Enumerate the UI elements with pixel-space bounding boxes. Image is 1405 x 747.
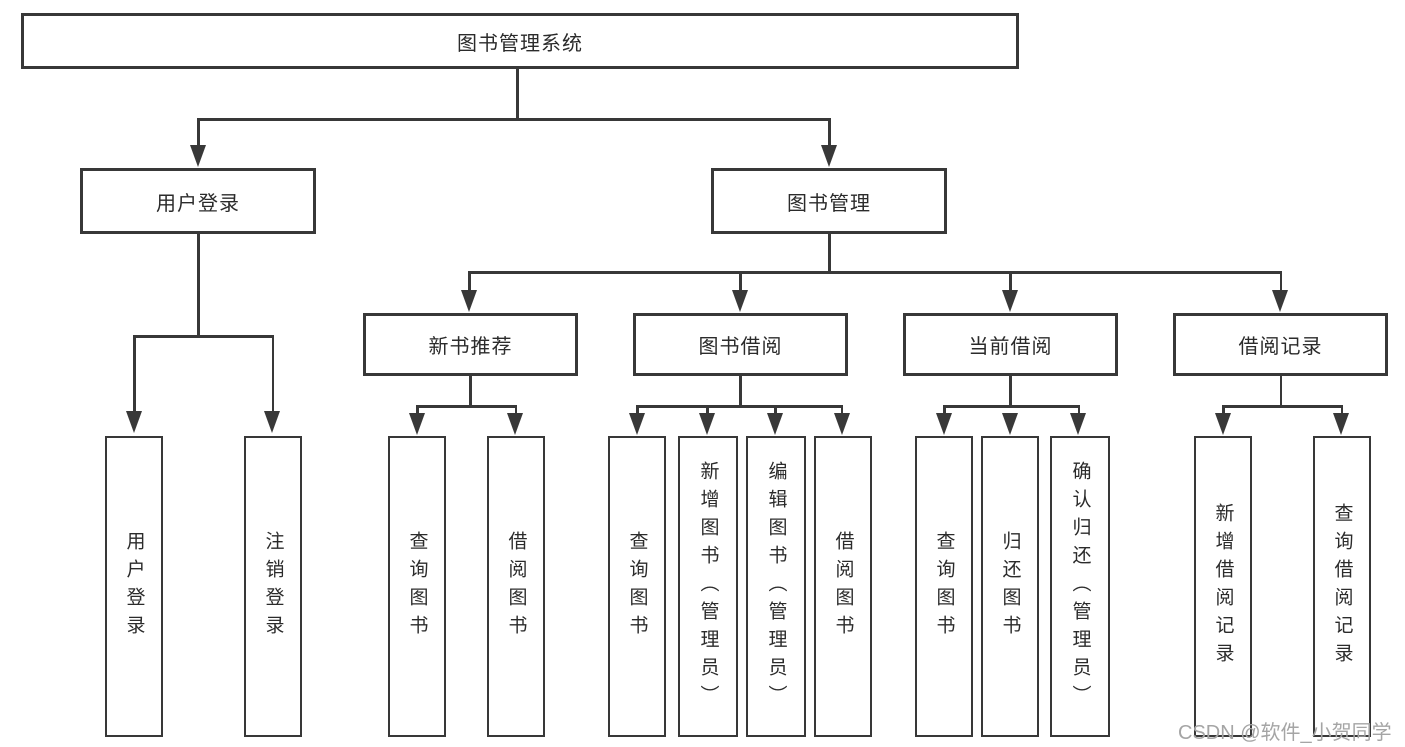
arrow-down-icon — [936, 413, 952, 435]
leaf-query-books-recommend: 查询图书 — [388, 436, 446, 737]
connector-line — [739, 271, 742, 291]
arrow-down-icon — [1070, 413, 1086, 435]
leaf-borrow-books-recommend-label: 借阅图书 — [505, 530, 527, 643]
node-new-book-recommend: 新书推荐 — [363, 313, 578, 376]
leaf-edit-books-admin-label: 编辑图书（管理员） — [765, 460, 787, 713]
leaf-query-books-current: 查询图书 — [915, 436, 973, 737]
arrow-down-icon — [461, 290, 477, 312]
leaf-query-books-borrowing: 查询图书 — [608, 436, 666, 737]
node-book-borrowing: 图书借阅 — [633, 313, 848, 376]
connector-line — [469, 376, 472, 407]
node-user-login: 用户登录 — [80, 168, 316, 234]
arrow-down-icon — [190, 145, 206, 167]
connector-line — [1279, 271, 1282, 291]
connector-line — [943, 405, 946, 415]
leaf-logout-label: 注销登录 — [262, 530, 284, 643]
node-book-management: 图书管理 — [711, 168, 947, 234]
node-book-management-label: 图书管理 — [787, 192, 871, 215]
connector-line — [706, 405, 709, 415]
arrow-down-icon — [629, 413, 645, 435]
connector-line — [416, 405, 517, 408]
connector-line — [133, 335, 274, 338]
leaf-confirm-return-admin-label: 确认归还（管理员） — [1069, 460, 1091, 713]
leaf-confirm-return-admin: 确认归还（管理员） — [1050, 436, 1110, 737]
arrow-down-icon — [821, 145, 837, 167]
node-library-system: 图书管理系统 — [21, 13, 1019, 69]
node-current-borrowing-label: 当前借阅 — [968, 336, 1053, 358]
connector-line — [516, 69, 519, 119]
leaf-borrow-books-recommend: 借阅图书 — [487, 436, 545, 737]
leaf-borrow-books: 借阅图书 — [814, 436, 872, 737]
connector-line — [828, 118, 831, 146]
connector-line — [636, 405, 639, 415]
connector-line — [1009, 376, 1012, 407]
connector-line — [1222, 405, 1342, 408]
arrow-down-icon — [1272, 290, 1288, 312]
connector-line — [197, 118, 200, 146]
arrow-down-icon — [264, 411, 280, 433]
arrow-down-icon — [1333, 413, 1349, 435]
connector-line — [468, 271, 471, 291]
leaf-add-books-admin: 新增图书（管理员） — [678, 436, 738, 737]
arrow-down-icon — [126, 411, 142, 433]
arrow-down-icon — [1002, 413, 1018, 435]
leaf-user-login-label: 用户登录 — [123, 530, 145, 643]
connector-line — [828, 234, 831, 273]
node-new-book-recommend-label: 新书推荐 — [428, 336, 513, 358]
node-user-login-label: 用户登录 — [156, 192, 240, 215]
leaf-add-borrow-record-label: 新增借阅记录 — [1212, 502, 1234, 671]
leaf-query-borrow-record: 查询借阅记录 — [1313, 436, 1371, 737]
arrow-down-icon — [1002, 290, 1018, 312]
leaf-add-books-admin-label: 新增图书（管理员） — [697, 460, 719, 713]
connector-line — [636, 405, 843, 408]
connector-line — [840, 405, 843, 415]
connector-line — [133, 335, 136, 412]
connector-line — [943, 405, 1079, 408]
connector-line — [1279, 376, 1282, 407]
leaf-user-login: 用户登录 — [105, 436, 163, 737]
leaf-return-books: 归还图书 — [981, 436, 1039, 737]
leaf-query-books-current-label: 查询图书 — [933, 530, 955, 643]
node-library-system-label: 图书管理系统 — [457, 32, 583, 55]
connector-line — [197, 118, 831, 121]
leaf-query-books-recommend-label: 查询图书 — [406, 530, 428, 643]
node-book-borrowing-label: 图书借阅 — [698, 336, 783, 358]
arrow-down-icon — [409, 413, 425, 435]
csdn-watermark: CSDN @软件_小贺同学 — [1178, 722, 1392, 744]
leaf-edit-books-admin: 编辑图书（管理员） — [746, 436, 806, 737]
node-borrowing-records: 借阅记录 — [1173, 313, 1388, 376]
connector-line — [416, 405, 419, 415]
arrow-down-icon — [699, 413, 715, 435]
leaf-logout: 注销登录 — [244, 436, 302, 737]
connector-line — [197, 234, 200, 337]
arrow-down-icon — [732, 290, 748, 312]
arrow-down-icon — [507, 413, 523, 435]
leaf-add-borrow-record: 新增借阅记录 — [1194, 436, 1252, 737]
node-current-borrowing: 当前借阅 — [903, 313, 1118, 376]
leaf-query-borrow-record-label: 查询借阅记录 — [1331, 502, 1353, 671]
connector-line — [468, 271, 1282, 274]
connector-line — [774, 405, 777, 415]
leaf-return-books-label: 归还图书 — [999, 530, 1021, 643]
node-borrowing-records-label: 借阅记录 — [1238, 336, 1323, 358]
leaf-query-books-borrowing-label: 查询图书 — [626, 530, 648, 643]
connector-line — [1077, 405, 1080, 415]
connector-line — [1222, 405, 1225, 415]
connector-line — [514, 405, 517, 415]
connector-line — [1340, 405, 1343, 415]
arrow-down-icon — [767, 413, 783, 435]
arrow-down-icon — [834, 413, 850, 435]
arrow-down-icon — [1215, 413, 1231, 435]
connector-line — [739, 376, 742, 407]
connector-line — [271, 335, 274, 412]
leaf-borrow-books-label: 借阅图书 — [832, 530, 854, 643]
connector-line — [1009, 271, 1012, 291]
